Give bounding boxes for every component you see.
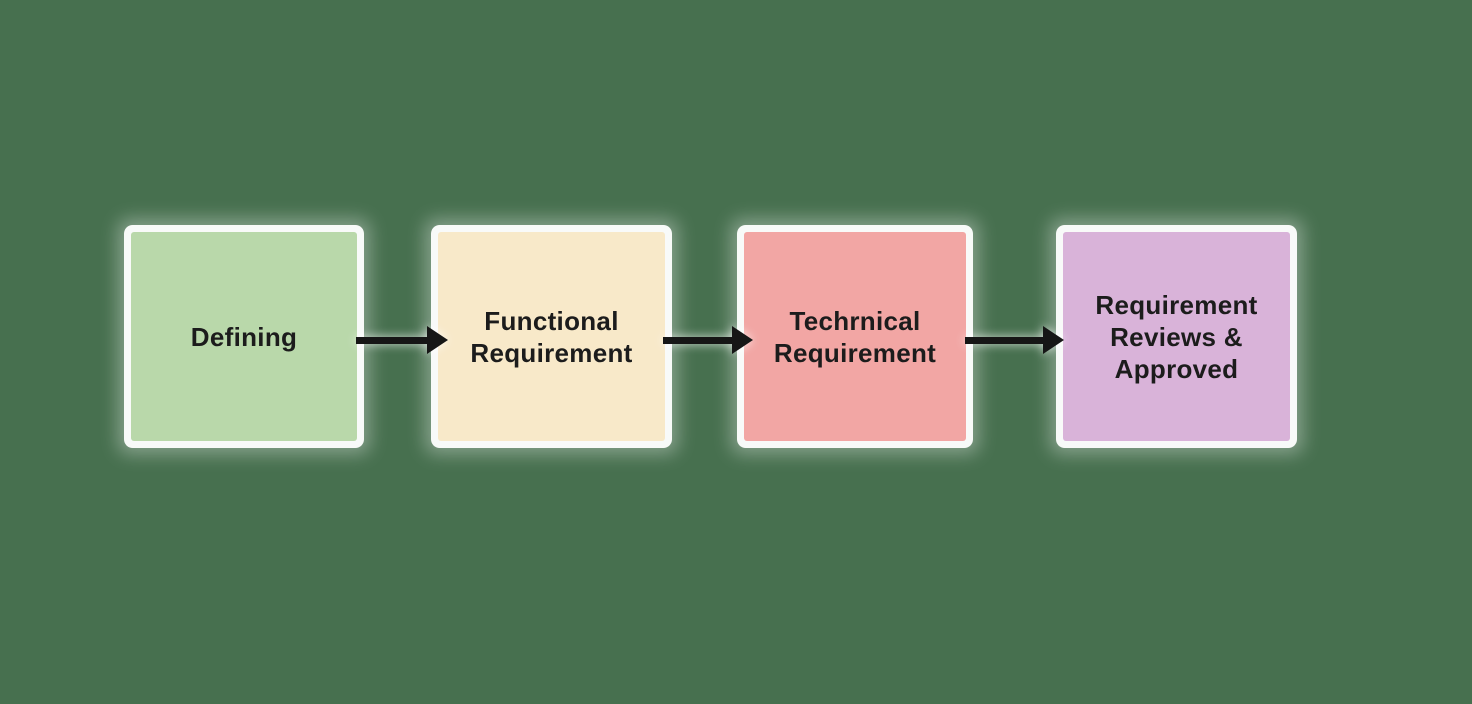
arrow-right-icon	[1043, 326, 1064, 354]
step-box-functional-requirement: Functional Requirement	[438, 232, 665, 441]
arrow-line	[663, 336, 733, 344]
flow-arrow-1	[356, 326, 448, 354]
flow-arrow-3	[965, 326, 1064, 354]
step-label-functional-requirement: Functional Requirement	[470, 305, 633, 368]
step-label-defining: Defining	[190, 321, 298, 352]
arrow-line	[965, 336, 1044, 344]
step-box-technical-requirement: Techrnical Requirement	[744, 232, 966, 441]
flow-arrow-2	[663, 326, 753, 354]
arrow-line	[356, 336, 428, 344]
arrow-right-icon	[732, 326, 753, 354]
step-label-technical-requirement: Techrnical Requirement	[773, 305, 937, 368]
step-label-requirement-reviews-approved: Requirement Reviews & Approved	[1095, 289, 1258, 384]
step-box-defining: Defining	[131, 232, 357, 441]
arrow-right-icon	[427, 326, 448, 354]
step-box-requirement-reviews-approved: Requirement Reviews & Approved	[1063, 232, 1290, 441]
